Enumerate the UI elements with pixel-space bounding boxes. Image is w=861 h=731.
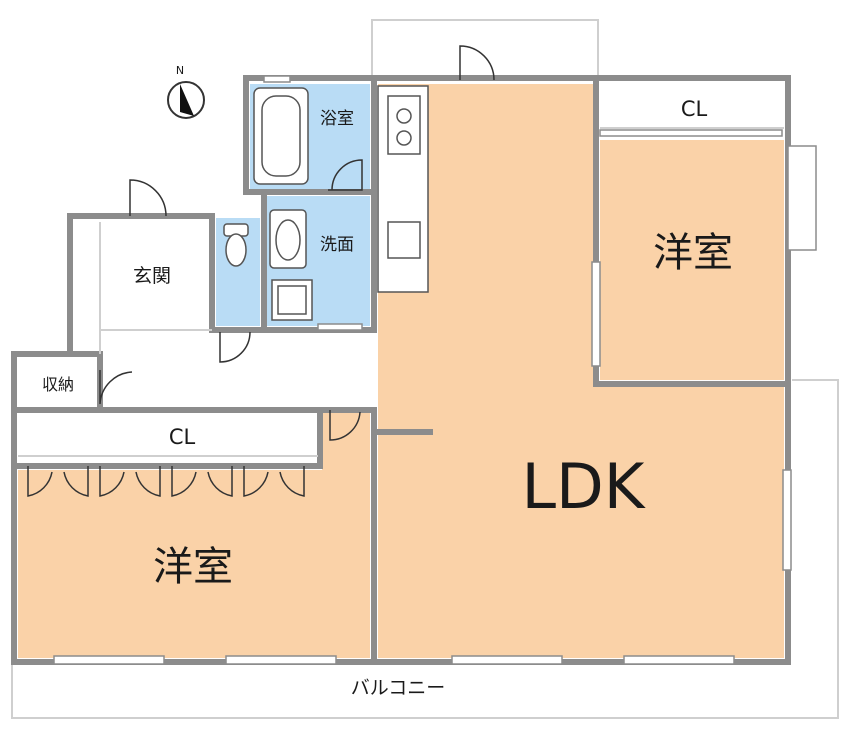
- windows: [53, 75, 817, 665]
- inner-lines: [18, 127, 784, 457]
- doors: [27, 45, 495, 497]
- bedroom-1-floor: [18, 470, 370, 658]
- fixtures: [223, 85, 429, 321]
- bedroom-1-floor-ext: [322, 412, 370, 472]
- stove-burner-icon: [396, 108, 412, 124]
- balcony-label: バルコニー: [351, 677, 446, 699]
- stove-burner-icon: [396, 130, 412, 146]
- kitchen-sink-icon: [387, 221, 421, 259]
- ldk-floor-ext: [594, 384, 784, 658]
- room-labels: 浴室 洗面 玄関 収納 CL 洋室 CL 洋室 LDK バルコニー: [42, 97, 733, 699]
- entrance-label: 玄関: [133, 265, 171, 287]
- bedroom-2-floor: [600, 140, 784, 380]
- compass-north-label: N: [176, 64, 184, 77]
- room-fills: [18, 84, 784, 658]
- storage-label: 収納: [42, 375, 74, 394]
- closet-2-label: CL: [681, 97, 708, 121]
- ldk-label: LDK: [522, 450, 646, 523]
- closet-1-label: CL: [169, 425, 196, 449]
- bedroom-2-label: 洋室: [653, 230, 733, 276]
- bathroom-label: 浴室: [320, 109, 354, 129]
- bathtub-icon: [253, 87, 309, 185]
- north-arrow-icon: N: [167, 64, 205, 119]
- washroom-label: 洗面: [320, 235, 354, 255]
- bedroom-1-label: 洋室: [153, 544, 233, 590]
